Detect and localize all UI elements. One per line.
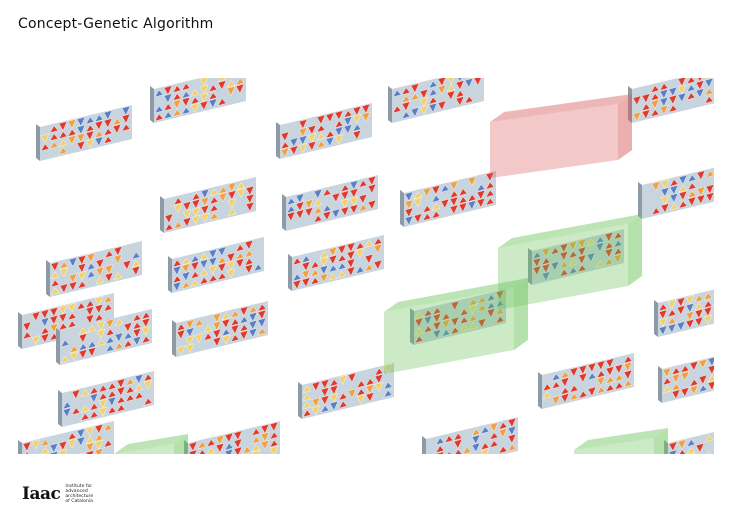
panel-module	[298, 363, 394, 419]
panel-module	[664, 432, 714, 454]
logo-line: advanced	[65, 489, 88, 494]
panel-module	[282, 175, 378, 231]
logo-mark: Iaac	[22, 483, 61, 504]
panel-module	[654, 289, 714, 337]
logo-line: Institute for	[65, 484, 93, 489]
panel-module	[288, 235, 384, 291]
panel-module	[400, 171, 496, 227]
panel-module	[184, 421, 280, 454]
selection-box	[114, 434, 188, 454]
panel-module	[422, 417, 518, 454]
selection-box	[490, 94, 632, 178]
logo-line: architecture	[65, 494, 94, 499]
panel-module	[388, 78, 484, 123]
page-title: Concept-Genetic Algorithm	[18, 16, 214, 32]
population-illustration	[18, 78, 714, 454]
panel-module	[638, 167, 714, 219]
selection-box	[384, 278, 528, 374]
panel-module	[36, 105, 132, 161]
panel-module	[58, 371, 154, 427]
panel-module	[628, 78, 714, 123]
panel-module	[410, 289, 506, 345]
panel-module	[538, 353, 634, 409]
panel-module	[528, 229, 624, 285]
selection-box	[574, 428, 668, 454]
panel-module	[172, 301, 268, 357]
panel-module	[18, 421, 114, 454]
panel-module	[168, 237, 264, 293]
selection-box	[498, 214, 642, 310]
panel-module	[276, 103, 372, 159]
panel-module	[46, 241, 142, 297]
panel-module	[658, 356, 714, 403]
panel-module	[56, 309, 152, 365]
iaac-logo: Iaac Institute for advanced architecture…	[22, 484, 93, 504]
logo-caption: Institute for advanced architecture of C…	[65, 484, 93, 504]
logo-line: of Catalonia	[65, 499, 93, 504]
panel-module	[150, 78, 246, 123]
panel-module	[160, 177, 256, 233]
population-grid	[18, 78, 714, 454]
panel-module	[18, 293, 114, 349]
